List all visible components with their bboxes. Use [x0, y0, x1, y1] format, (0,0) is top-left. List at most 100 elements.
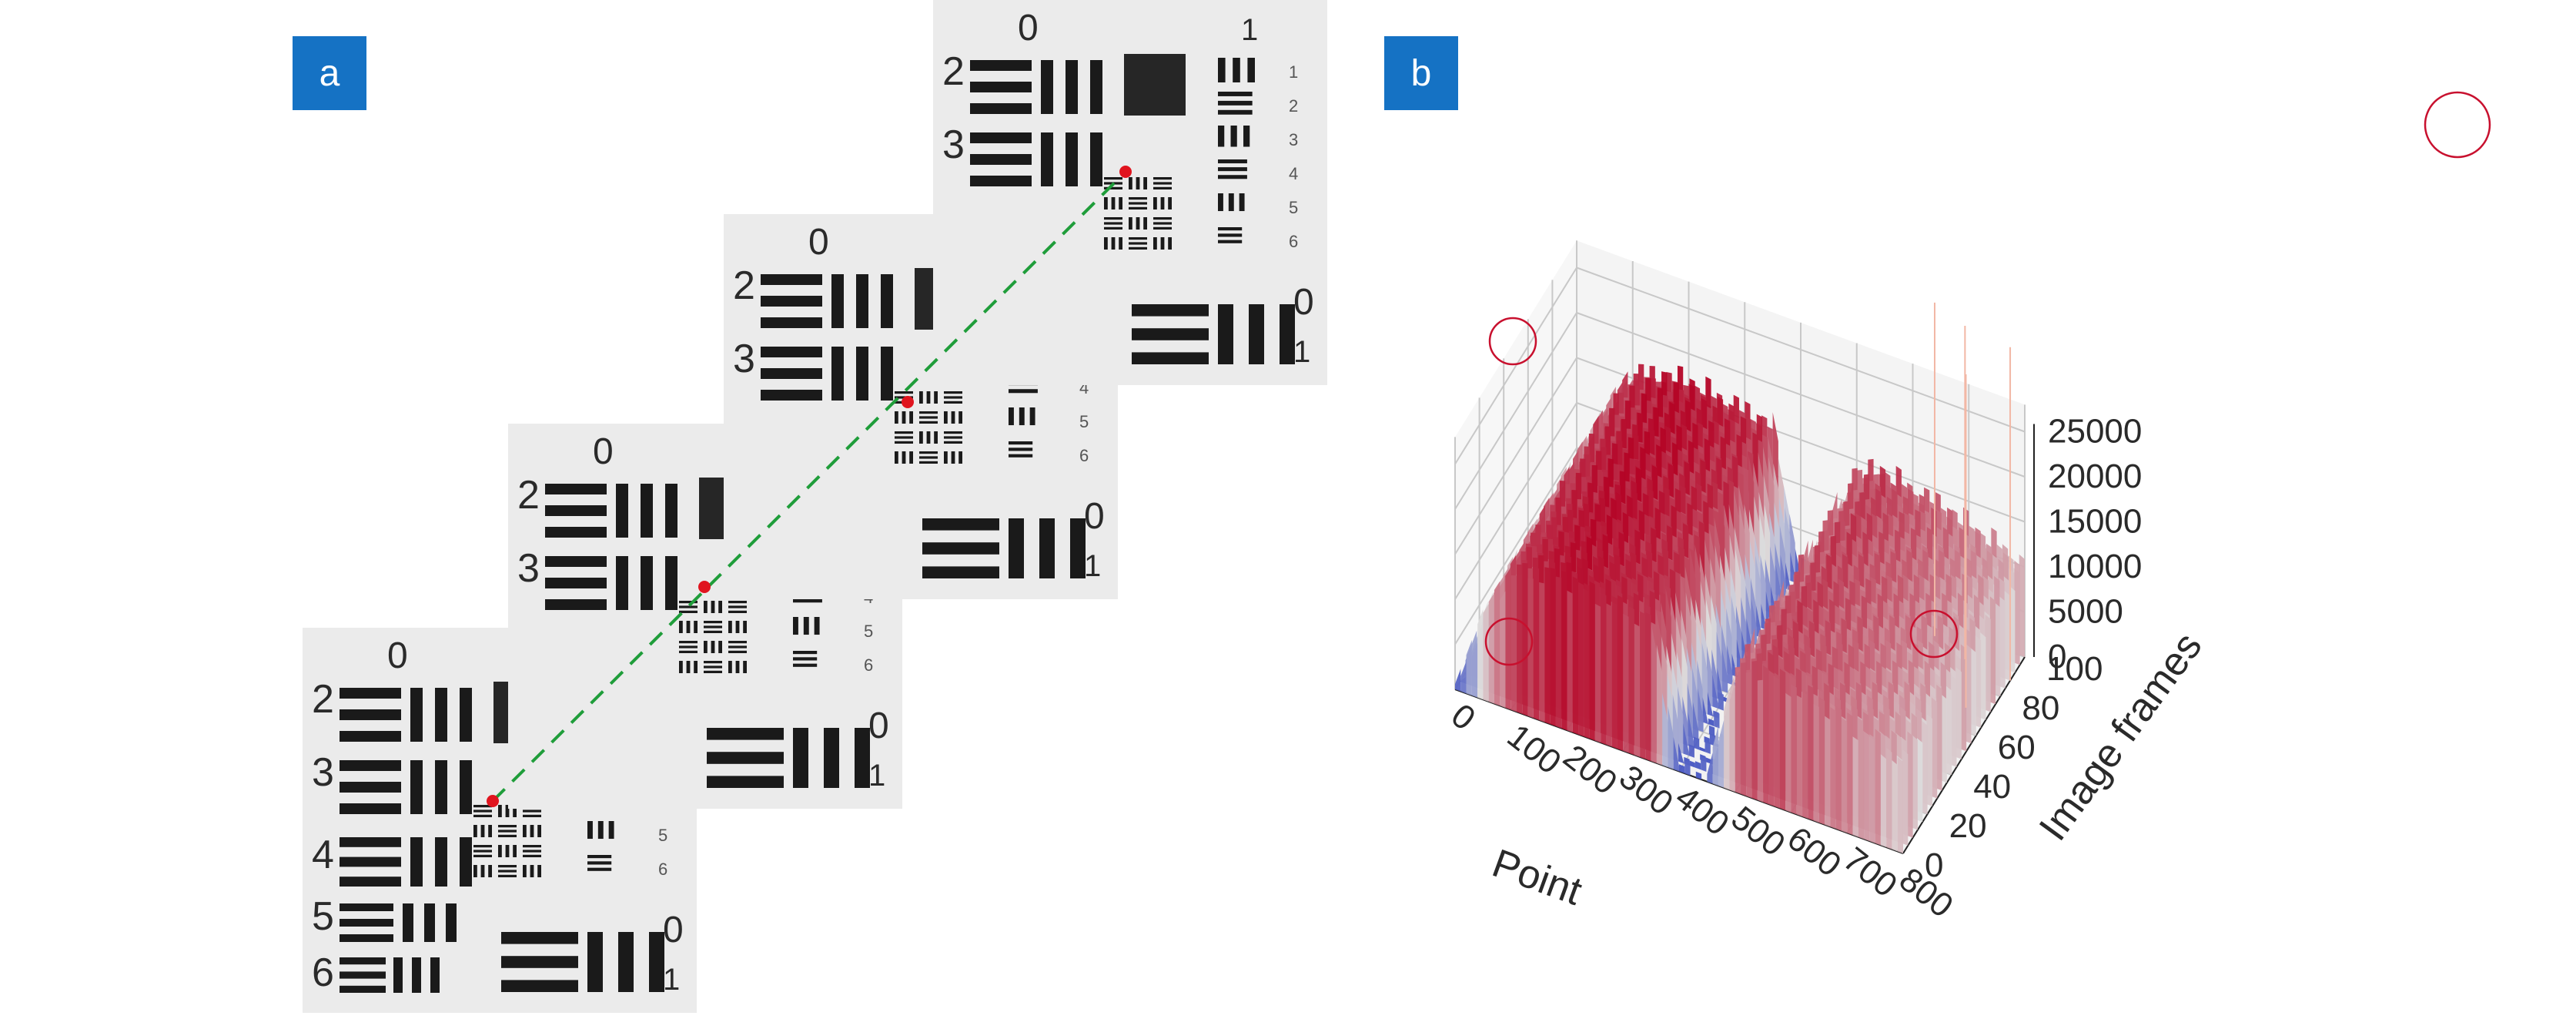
surface-patch	[1751, 598, 1758, 646]
bar-pattern	[545, 527, 607, 538]
surface-patch	[1517, 564, 1523, 714]
fine-bar-pattern	[523, 845, 541, 848]
fine-bar-pattern	[473, 865, 477, 877]
surface-patch	[1488, 592, 1494, 704]
bar-pattern	[1132, 328, 1209, 340]
surface-patch	[1995, 602, 2001, 696]
bar-pattern	[545, 556, 607, 567]
bar-pattern	[587, 861, 612, 865]
fine-bar-pattern	[934, 431, 938, 444]
fine-bar-pattern	[1129, 242, 1147, 245]
annotation-circle	[2424, 91, 2491, 159]
surface-patch	[1494, 581, 1500, 706]
surface-patch	[1708, 718, 1715, 726]
surface-patch	[1768, 670, 1775, 806]
z-tick-label: 15000	[2048, 503, 2142, 541]
surface-patch	[1712, 725, 1718, 786]
bar-pattern	[597, 821, 604, 840]
surface-patch	[1611, 595, 1618, 749]
bar-pattern	[1019, 407, 1025, 426]
fine-bar-pattern	[694, 661, 698, 673]
surface-patch	[1544, 567, 1551, 725]
fine-bar-pattern	[679, 601, 698, 604]
fine-bar-pattern	[498, 834, 517, 837]
bar-pattern	[665, 484, 677, 538]
fine-bar-pattern	[1153, 182, 1172, 185]
surface-patch	[1693, 702, 1699, 740]
fine-bar-pattern	[951, 451, 955, 464]
bar-pattern	[460, 688, 472, 742]
fine-bar-pattern	[1143, 217, 1147, 230]
surface-patch	[1707, 692, 1714, 717]
surface-patch	[1705, 757, 1711, 764]
bar-pattern	[340, 903, 393, 911]
bar-pattern	[793, 617, 798, 635]
bar-pattern	[446, 903, 457, 942]
fine-bar-pattern	[1119, 237, 1122, 250]
fine-bar-pattern	[1129, 177, 1132, 189]
surface-patch	[1645, 612, 1651, 762]
bar-pattern	[501, 956, 578, 968]
surface-patch	[1970, 648, 1976, 736]
fine-bar-pattern	[694, 621, 698, 633]
reference-square	[1124, 54, 1186, 116]
surface-patch	[1852, 736, 1858, 837]
panel-a-label: a	[293, 36, 366, 110]
fine-bar-pattern	[909, 451, 913, 464]
group-label: 3	[733, 337, 755, 381]
bar-pattern	[1218, 240, 1243, 243]
surface	[1455, 364, 2025, 853]
bar-pattern	[1029, 407, 1035, 426]
fine-bar-pattern	[1168, 237, 1172, 250]
surface-patch	[1718, 692, 1724, 711]
surface-patch	[1756, 605, 1762, 639]
fine-bar-pattern	[1160, 237, 1165, 250]
element-label: 6	[1079, 446, 1089, 465]
bar-pattern	[1009, 447, 1033, 451]
bar-pattern	[545, 599, 607, 610]
surface-patch	[1847, 712, 1853, 836]
annotation-circle	[1909, 609, 1959, 659]
surface-patch	[1941, 694, 1947, 783]
surface-patch	[1892, 759, 1898, 852]
fine-bar-pattern	[1153, 177, 1172, 180]
group-label: 2	[517, 473, 540, 518]
surface-patch	[1931, 697, 1938, 799]
surface-patch	[1460, 661, 1467, 694]
fine-bar-pattern	[473, 805, 492, 808]
fine-bar-pattern	[919, 391, 923, 404]
fine-bar-pattern	[902, 411, 906, 424]
surface-patch	[1922, 720, 1928, 814]
surface-patch	[1656, 644, 1663, 766]
surface-patch	[1698, 688, 1704, 732]
bar-pattern	[970, 82, 1032, 92]
fine-bar-pattern	[488, 825, 492, 837]
bar-pattern	[410, 760, 423, 814]
fine-bar-pattern	[505, 845, 510, 857]
bar-pattern	[1247, 58, 1255, 82]
surface-patch	[1724, 688, 1730, 790]
fine-bar-pattern	[718, 601, 722, 613]
bar-pattern	[340, 688, 401, 699]
surface-patch	[1606, 603, 1612, 747]
surface-patch	[1897, 756, 1903, 853]
surface-patch	[1835, 706, 1842, 831]
bar-pattern	[803, 617, 809, 635]
y-tick-label: 40	[1973, 768, 2011, 806]
bar-pattern	[618, 932, 634, 992]
fine-bar-pattern	[728, 601, 747, 604]
bar-pattern	[970, 60, 1032, 71]
fine-bar-pattern	[1153, 186, 1172, 189]
group-label: 6	[312, 950, 334, 995]
bar-pattern	[1228, 193, 1234, 212]
bar-pattern	[1218, 58, 1226, 82]
fine-bar-pattern	[944, 436, 962, 439]
surface-patch	[1802, 689, 1808, 819]
element-label: 5	[1079, 412, 1089, 431]
gridline	[1454, 402, 1577, 600]
gridline	[1454, 312, 1577, 510]
element-label: 5	[658, 826, 667, 845]
fine-bar-pattern	[679, 650, 698, 653]
bar-pattern	[545, 505, 607, 516]
